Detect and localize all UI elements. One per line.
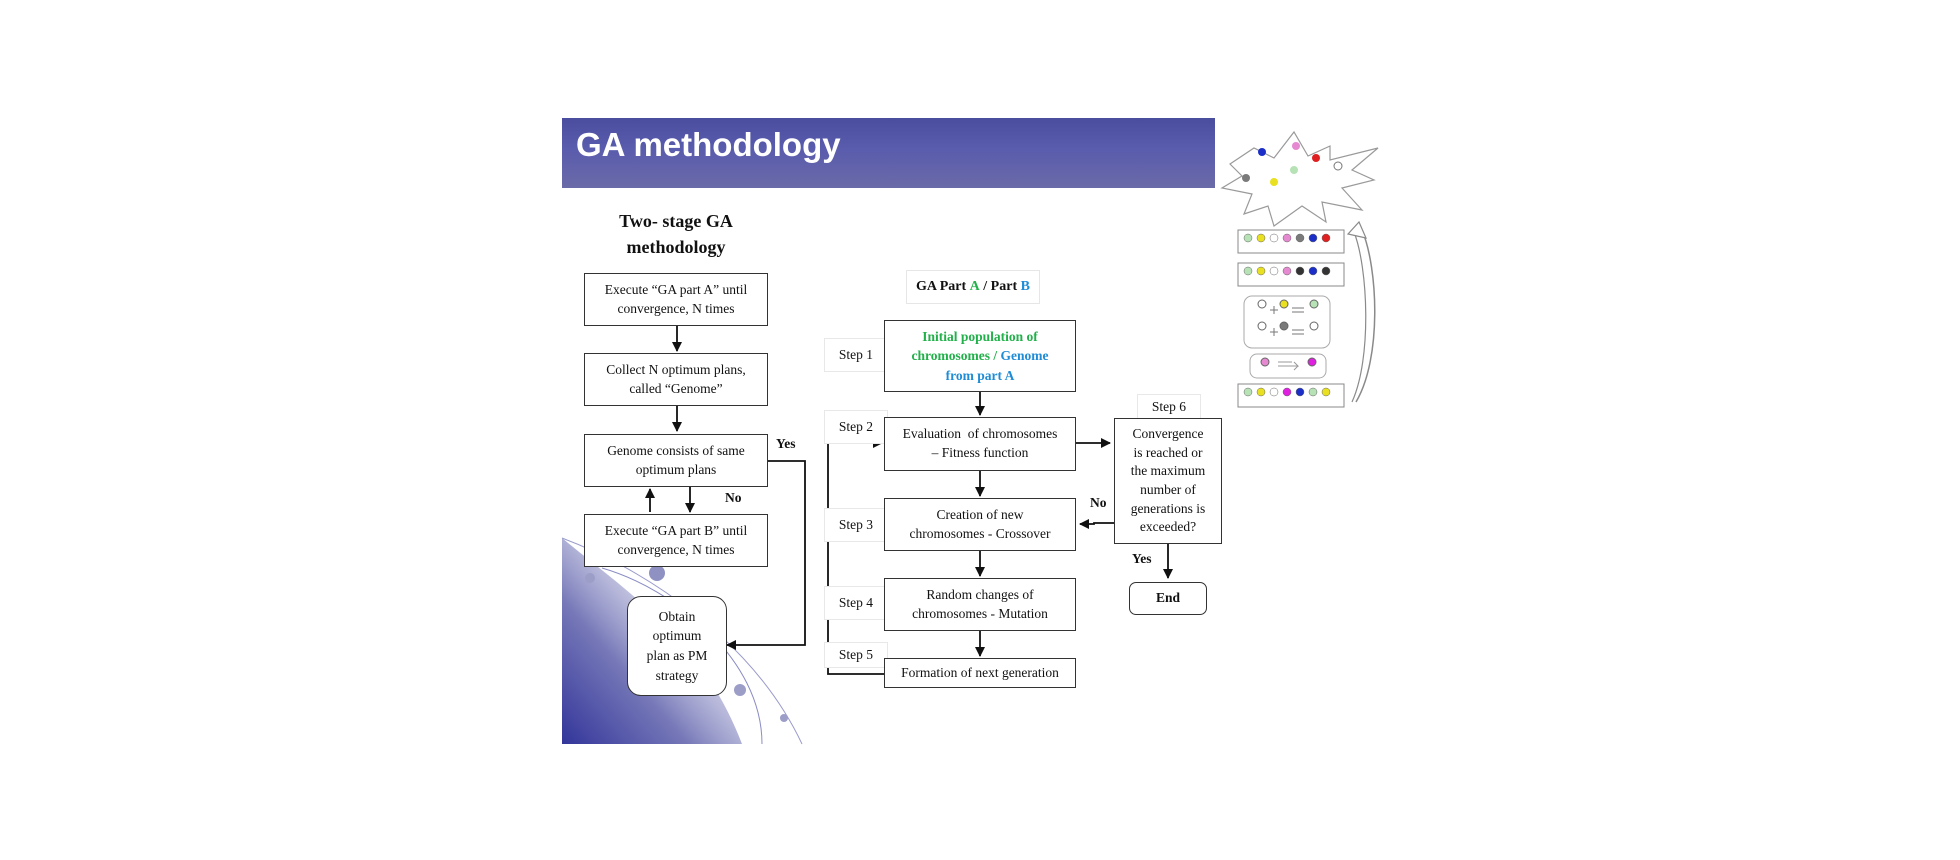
ga-illustration xyxy=(1220,130,1379,408)
box-text: exceeded? xyxy=(1139,519,1197,535)
box-text: Creation of new xyxy=(936,506,1024,522)
crossover-box: Creation of new chromosomes - Crossover xyxy=(884,498,1076,551)
title-part-a: A xyxy=(969,279,980,294)
crossover-icon xyxy=(1243,295,1331,349)
box-text: chromosomes - Crossover xyxy=(909,525,1051,541)
box-text: the maximum xyxy=(1130,463,1206,479)
box-text: plan as PM xyxy=(646,648,708,663)
left-chart-title-line2: methodology xyxy=(626,237,726,258)
left-chart-title: Two- stage GA methodology xyxy=(606,208,746,260)
population-burst-icon xyxy=(1220,130,1379,227)
left-no-label: No xyxy=(725,490,742,505)
box-text: Execute “GA part A” until xyxy=(604,281,748,297)
step-1-label: Step 1 xyxy=(824,338,888,372)
box-text: Evaluation of chromosomes xyxy=(902,426,1058,442)
box-text: Genome consists of same xyxy=(607,442,745,458)
box-text: strategy xyxy=(655,667,699,683)
box-text: Random changes of xyxy=(926,586,1034,602)
step-5-label: Step 5 xyxy=(824,642,888,668)
title-prefix: GA Part xyxy=(916,279,970,294)
box-text: convergence, N times xyxy=(617,300,735,316)
box-text: Execute “GA part B” until xyxy=(604,522,748,538)
box-text: convergence, N times xyxy=(617,541,735,557)
step-3-label: Step 3 xyxy=(824,508,888,542)
box-text: generations is xyxy=(1130,500,1206,516)
next-generation-box: Formation of next generation xyxy=(884,658,1076,688)
box-text: Convergence xyxy=(1132,426,1204,442)
slide-title: GA methodology xyxy=(576,126,841,163)
end-box: End xyxy=(1129,582,1207,615)
obtain-optimum-box: Obtain optimum plan as PM strategy xyxy=(627,596,727,696)
mutation-icon xyxy=(1249,353,1327,379)
left-yes-label: Yes xyxy=(776,436,796,451)
init-line2-green: chromosomes / xyxy=(911,348,1001,364)
right-no-label: No xyxy=(1090,495,1107,510)
collect-plans-box: Collect N optimum plans, called “Genome” xyxy=(584,353,768,406)
step-2-label: Step 2 xyxy=(824,410,888,444)
init-line1: Initial population of xyxy=(922,328,1038,344)
box-text: Formation of next generation xyxy=(901,664,1059,680)
box-text: called “Genome” xyxy=(629,380,723,396)
init-line3: from part A xyxy=(945,367,1015,383)
chromosome-icon xyxy=(1237,229,1345,408)
right-yes-label: Yes xyxy=(1132,551,1152,566)
box-text: Obtain xyxy=(658,608,696,624)
initial-population-box: Initial population of chromosomes / Geno… xyxy=(884,320,1076,392)
execute-part-b-box: Execute “GA part B” until convergence, N… xyxy=(584,514,768,567)
init-line2-blue: Genome xyxy=(1000,348,1049,364)
title-mid: / Part xyxy=(979,279,1021,294)
mutation-box: Random changes of chromosomes - Mutation xyxy=(884,578,1076,631)
box-text: optimum plans xyxy=(635,461,717,477)
box-text: optimum xyxy=(652,628,702,644)
cycle-arrow-icon xyxy=(1346,220,1376,403)
genome-check-box: Genome consists of same optimum plans xyxy=(584,434,768,487)
execute-part-a-box: Execute “GA part A” until convergence, N… xyxy=(584,273,768,326)
box-text: – Fitness function xyxy=(931,445,1029,460)
box-text: is reached or xyxy=(1133,444,1203,460)
init-line2: chromosomes / Genome xyxy=(912,346,1049,366)
left-chart-title-line1: Two- stage GA xyxy=(619,211,733,231)
slide-header: GA methodology xyxy=(562,118,1215,188)
box-text: Collect N optimum plans, xyxy=(606,361,746,377)
end-label: End xyxy=(1155,590,1181,606)
box-text: number of xyxy=(1140,482,1196,497)
slide: GA methodology Two- stage GA xyxy=(561,118,1380,745)
title-part-b: B xyxy=(1020,279,1030,294)
convergence-decision-box: Convergence is reached or the maximum nu… xyxy=(1114,418,1222,544)
step-4-label: Step 4 xyxy=(824,586,888,620)
evaluation-box: Evaluation of chromosomes – Fitness func… xyxy=(884,417,1076,471)
box-text: chromosomes - Mutation xyxy=(912,605,1048,621)
flow-connectors xyxy=(645,326,1173,675)
right-chart-title: GA Part A / Part B xyxy=(906,270,1040,304)
